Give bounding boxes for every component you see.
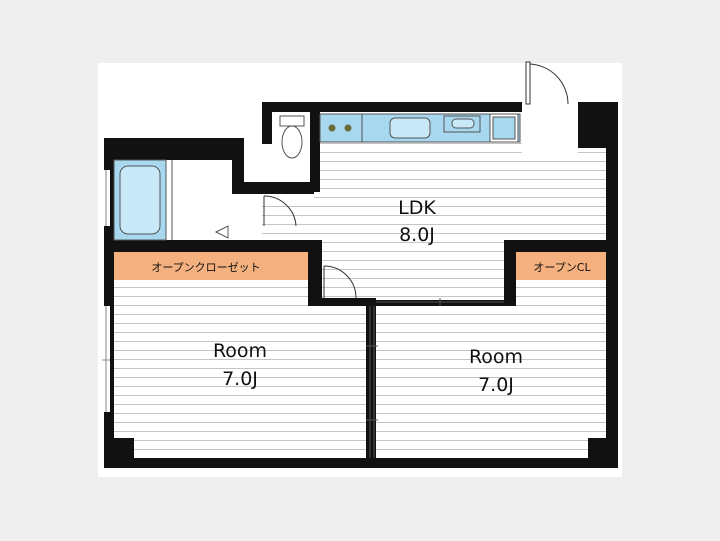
- closet-right: [514, 252, 608, 280]
- room-left-size: 7.0J: [222, 368, 258, 390]
- ldk-floor: [314, 142, 610, 242]
- toilet-door-icon: [263, 195, 297, 227]
- ldk-name: LDK: [398, 197, 436, 219]
- ldk-size: 8.0J: [399, 224, 435, 246]
- sliding-door: [366, 306, 378, 458]
- stove-burner-icon: [344, 124, 352, 132]
- closet-left: [112, 252, 308, 280]
- closet-left-label: オープンクローゼット: [151, 261, 260, 274]
- window-left: [102, 306, 110, 412]
- room-door-icon: [323, 265, 357, 299]
- ldk-floor-step: [262, 198, 318, 242]
- entry-room: [522, 104, 578, 154]
- ldk-sliding-door: [376, 298, 504, 306]
- room-right-name: Room: [469, 346, 523, 368]
- kitchen-counter: [319, 113, 521, 143]
- room-left-name: Room: [213, 340, 267, 362]
- window-bath: [102, 170, 110, 226]
- room-right-floor: [376, 282, 608, 460]
- toilet-icon: [279, 115, 305, 159]
- stove-burner-icon: [328, 124, 336, 132]
- closet-right-label: オープンCL: [533, 261, 591, 274]
- room-left-floor: [112, 282, 368, 460]
- walls: [104, 102, 618, 468]
- entry-door-icon: [525, 61, 569, 105]
- sink-icon: [389, 117, 431, 139]
- room-right-size: 7.0J: [478, 374, 514, 396]
- bathtub-icon: [113, 159, 229, 241]
